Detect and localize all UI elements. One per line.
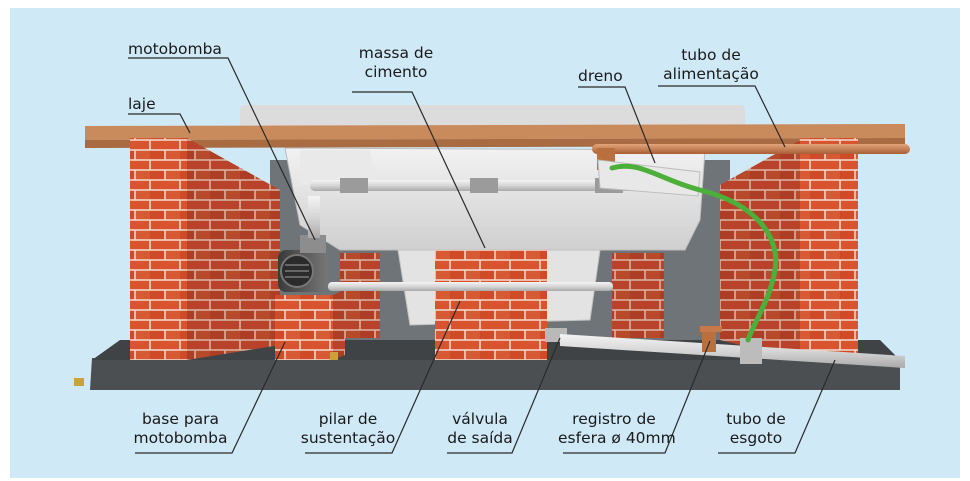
- label-esgoto-line-1: tubo de: [726, 410, 786, 428]
- pilar-right-inner: [612, 253, 664, 338]
- pilar-de-sustentacao: [435, 250, 547, 360]
- label-base-line-1: base para: [141, 410, 220, 428]
- laje-slab: [85, 124, 905, 140]
- label-massa-line-1: massa de: [358, 44, 434, 62]
- label-pilar-line-2: sustentação: [300, 429, 396, 447]
- brass-fitting-left: [74, 378, 84, 386]
- brass-fitting-center: [330, 352, 338, 360]
- label-pilar-line-1: pilar de: [318, 410, 378, 428]
- leader-laje: [128, 113, 191, 134]
- tubo-de-alimentacao: [592, 144, 910, 154]
- label-laje: laje: [128, 95, 156, 113]
- bathtub-inner: [300, 150, 375, 185]
- floor-slab: [90, 358, 900, 390]
- leader-esgoto: [718, 359, 836, 454]
- leader-dreno: [578, 86, 656, 164]
- base-motobomba: [275, 295, 333, 360]
- label-tubo-alim-line-1: tubo de: [681, 46, 741, 64]
- label-motobomba: motobomba: [128, 40, 222, 58]
- leader-valvula: [447, 337, 561, 454]
- right-brick-column-side: [720, 140, 800, 360]
- leader-lines: [128, 57, 836, 454]
- left-brick-column-front: [130, 138, 187, 360]
- leader-massa: [352, 91, 486, 249]
- drain-hose: [609, 163, 779, 343]
- label-registro-de-esfera: registro de esfera ø 40mm: [558, 410, 676, 448]
- left-brick-column-side: [187, 138, 280, 360]
- label-dreno: dreno: [578, 67, 623, 85]
- registro-de-esfera: [700, 326, 722, 352]
- motobomba-unit: [278, 196, 328, 292]
- hydro-pipe-joint-1: [340, 178, 368, 193]
- label-base-line-2: motobomba: [133, 429, 228, 447]
- label-massa-line-2: cimento: [364, 63, 428, 81]
- dreno-fitting: [597, 159, 701, 197]
- leader-registro: [563, 340, 711, 454]
- label-valvula-line-2: de saída: [447, 429, 513, 447]
- label-tubo-de-esgoto: tubo de esgoto: [716, 410, 796, 448]
- base-motobomba-side: [333, 290, 345, 360]
- leader-tubo-alimentacao: [658, 85, 786, 148]
- esgoto-tee: [740, 338, 762, 364]
- label-esgoto-line-2: esgoto: [729, 429, 783, 447]
- label-valvula-line-1: válvula: [452, 410, 508, 428]
- tubo-de-esgoto: [560, 334, 905, 368]
- leader-pilar: [305, 300, 461, 454]
- label-registro-line-1: registro de: [572, 410, 656, 428]
- leader-motobomba: [128, 57, 316, 241]
- suction-pipe: [328, 282, 613, 291]
- label-tubo-alim-line-2: alimentação: [663, 65, 759, 83]
- label-registro-line-2: esfera ø 40mm: [558, 429, 676, 447]
- right-brick-column-front: [800, 138, 858, 360]
- label-massa-de-cimento: massa de cimento: [350, 44, 442, 82]
- label-pilar-de-sustentacao: pilar de sustentação: [300, 410, 396, 448]
- hydro-pipe-joint-2: [470, 178, 498, 193]
- pilar-left-inner: [340, 253, 380, 338]
- label-valvula-de-saida: válvula de saída: [444, 410, 516, 448]
- label-base-para-motobomba: base para motobomba: [128, 410, 233, 448]
- leader-base: [135, 341, 286, 454]
- label-tubo-de-alimentacao: tubo de alimentação: [656, 46, 766, 84]
- tub-rim: [240, 105, 745, 127]
